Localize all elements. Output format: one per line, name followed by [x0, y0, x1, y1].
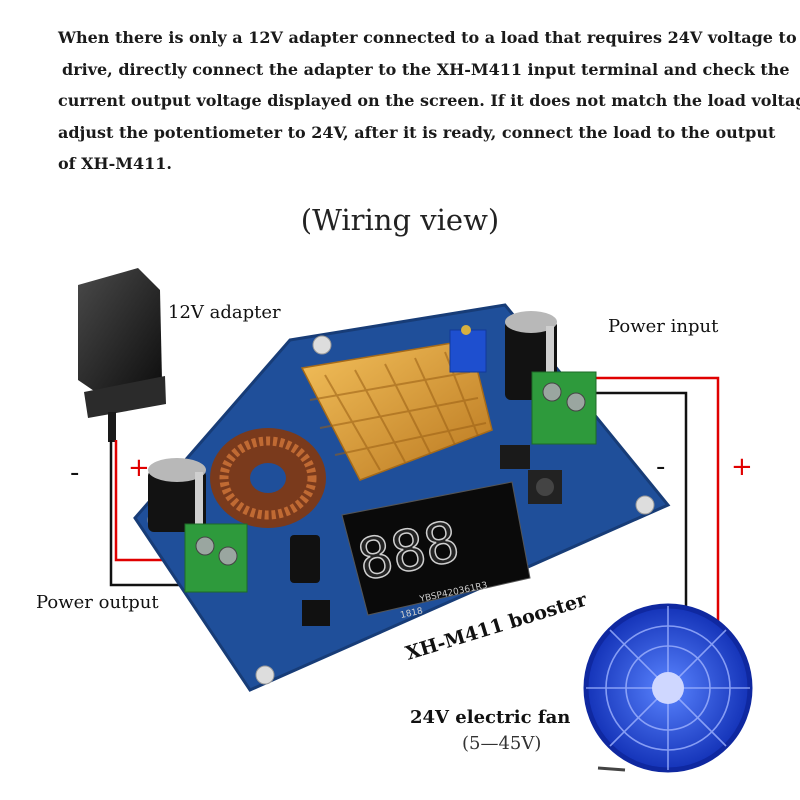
wiring-view-title: (Wiring view)	[300, 203, 500, 237]
led-display: 888 YBSP420361R3 1818	[341, 481, 531, 621]
description-line-5: of XH-M411.	[58, 154, 172, 173]
inductor-coil	[210, 428, 326, 528]
plus-sign-right: +	[731, 452, 753, 482]
heatsink	[300, 339, 493, 481]
fan-voltage-range: (5—45V)	[462, 733, 542, 754]
capacitor-small	[290, 535, 320, 583]
output-terminal	[184, 523, 248, 593]
description-text: When there is only a 12V adapter connect…	[58, 22, 800, 180]
input-terminal	[531, 371, 597, 445]
power-output-label: Power output	[36, 592, 159, 613]
minus-sign-right: -	[656, 452, 666, 482]
fan-label: 24V electric fan	[410, 707, 571, 728]
adapter-label: 12V adapter	[168, 302, 281, 323]
minus-sign-left: -	[70, 458, 80, 488]
wire-positive-right	[568, 376, 720, 705]
description-line-1: When there is only a 12V adapter connect…	[58, 28, 797, 47]
description-line-3: current output voltage displayed on the …	[58, 91, 800, 110]
xh-m411-board: 888 YBSP420361R3 1818	[133, 303, 671, 692]
description-line-4: adjust the potentiometer to 24V, after i…	[58, 122, 776, 142]
power-input-label: Power input	[608, 316, 719, 337]
potentiometer-screw	[461, 325, 471, 335]
capacitor-left	[148, 458, 206, 532]
display-date-code: 1818	[399, 606, 424, 621]
potentiometer	[449, 329, 487, 373]
electric-fan-image	[583, 603, 753, 773]
adapter-image	[78, 268, 166, 442]
description-line-2: drive, directly connect the adapter to t…	[62, 59, 790, 79]
plus-sign-left: +	[128, 453, 150, 483]
wire-negative-right	[580, 391, 688, 640]
